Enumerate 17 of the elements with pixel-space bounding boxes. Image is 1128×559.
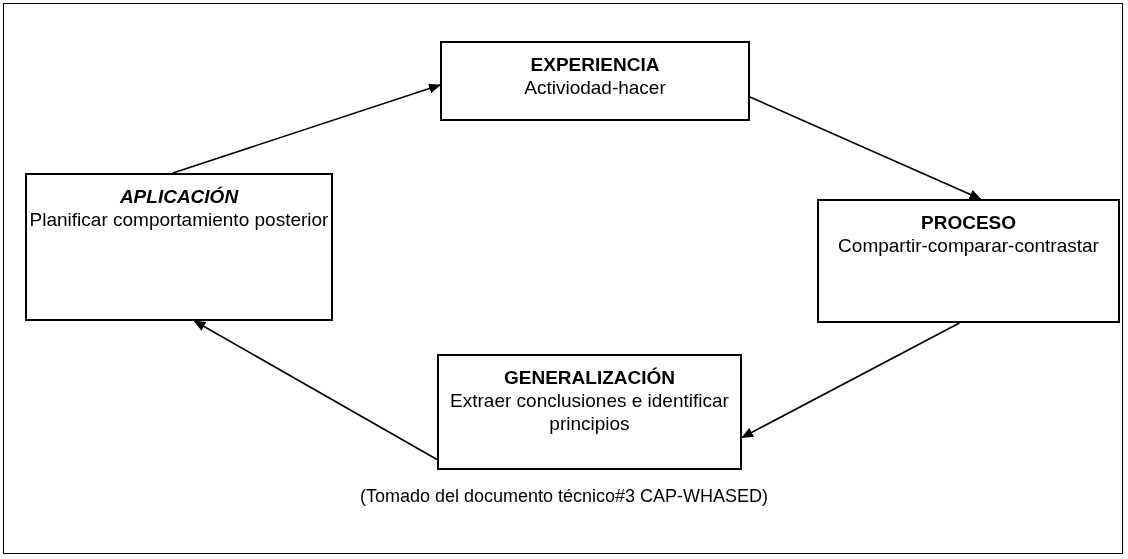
process-box (437, 354, 742, 470)
stage-description: Planificar comportamiento posterior (29, 208, 329, 231)
process-box (25, 173, 333, 321)
process-box (440, 41, 750, 121)
stage-description: Activiodad-hacer (524, 76, 666, 99)
arrow (172, 83, 441, 174)
caption: (Tomado del documento técnico#3 CAP-WHASED) (358, 486, 770, 507)
stage-description: Compartir-comparar-contrastar (838, 234, 1099, 257)
stage-title: APLICACIÓN (119, 185, 239, 208)
stage-title: PROCESO (921, 211, 1016, 234)
arrow (193, 320, 438, 461)
process-box (817, 199, 1120, 323)
arrow (741, 322, 961, 439)
arrow (749, 96, 982, 200)
stage-title: GENERALIZACIÓN (504, 366, 675, 389)
stage-title: EXPERIENCIA (530, 53, 660, 76)
stage-description: Extraer conclusiones e identificar principios (449, 389, 730, 435)
